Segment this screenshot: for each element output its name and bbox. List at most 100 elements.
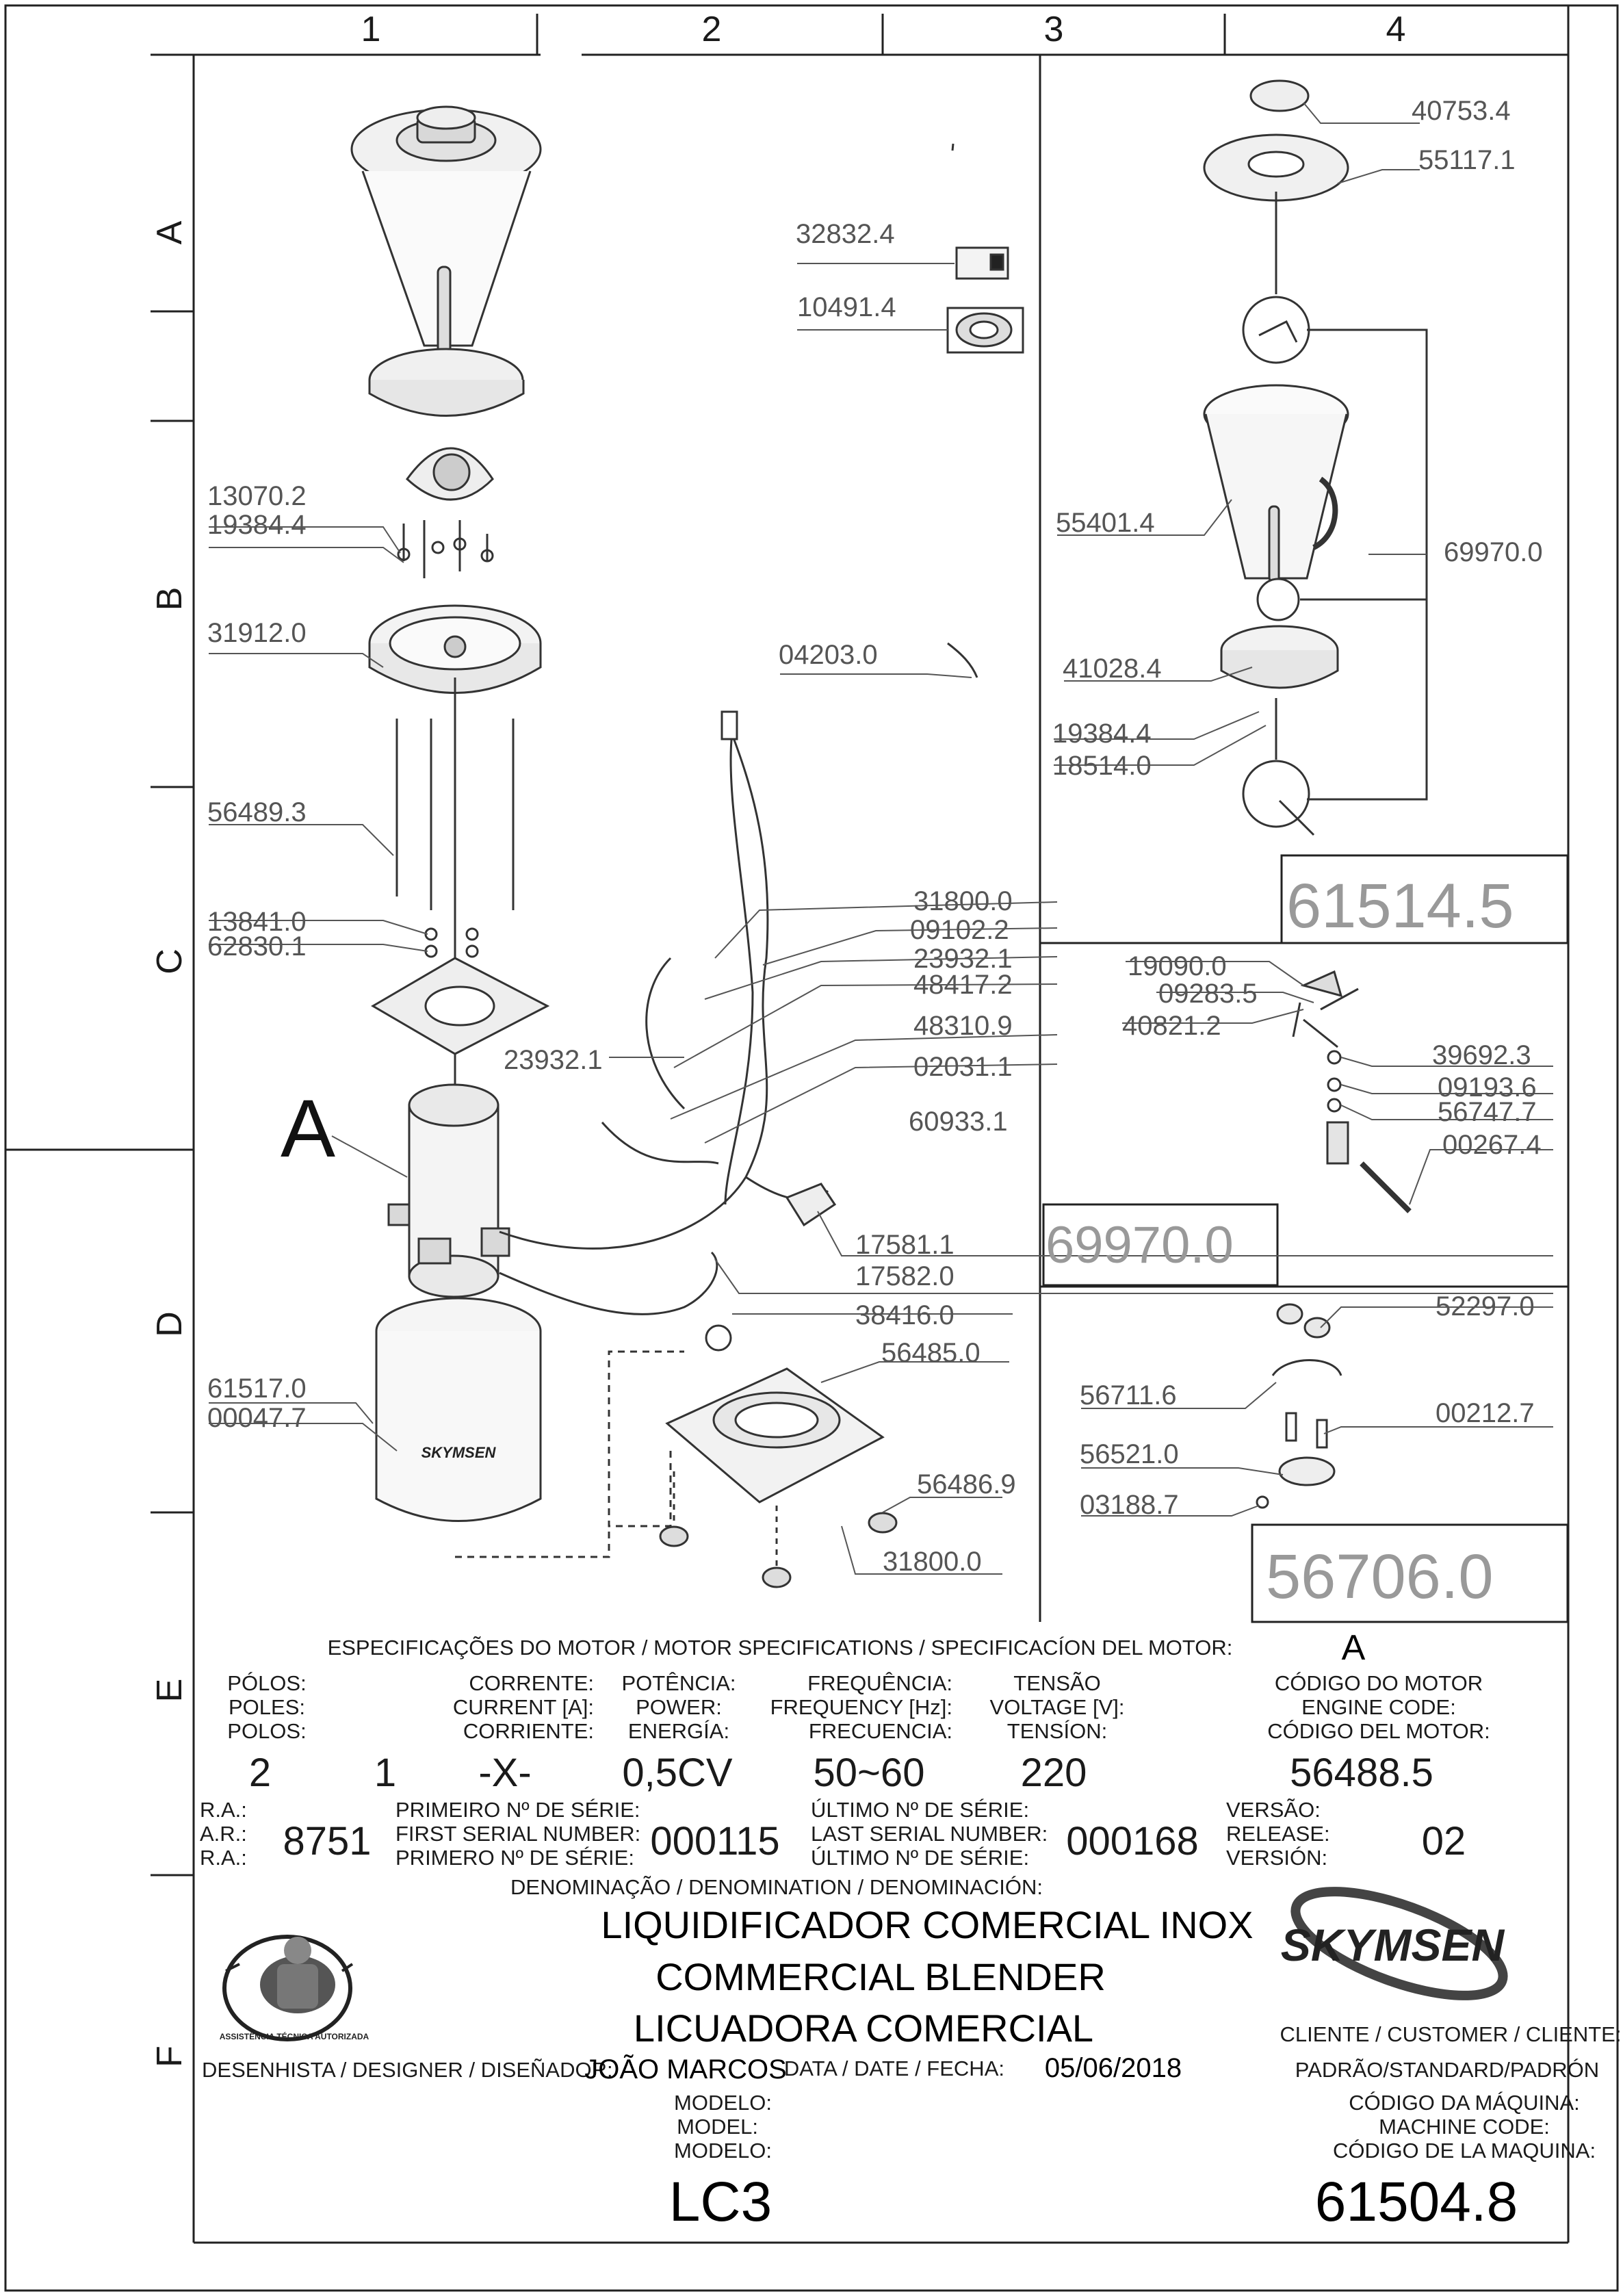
column-label-2: 2 xyxy=(702,10,722,49)
part-56485-0: 56485.0 xyxy=(881,1338,981,1368)
part-69970-0-b: 69970.0 xyxy=(1046,1216,1234,1274)
machine-code-label-en: MACHINE CODE: xyxy=(1379,2115,1550,2139)
label-sticker-32832 xyxy=(955,246,1009,280)
part-55401-4: 55401.4 xyxy=(1056,508,1155,538)
ra-value: 8751 xyxy=(283,1819,371,1863)
part-48417-2: 48417.2 xyxy=(913,970,1013,1000)
row-label-c: C xyxy=(150,949,190,975)
specs-header: ESPECIFICAÇÕES DO MOTOR / MOTOR SPECIFIC… xyxy=(328,1636,1233,1660)
motor-plate-and-motor xyxy=(371,678,550,1298)
part-39692-3: 39692.3 xyxy=(1432,1040,1531,1070)
current-value-a: 1 xyxy=(374,1751,396,1795)
jar-61514-assembly xyxy=(1203,79,1428,836)
power-label-es: ENERGÍA: xyxy=(628,1719,729,1743)
denomination-label: DENOMINAÇÃO / DENOMINATION / DENOMINACIÓ… xyxy=(510,1875,1043,1899)
part-19384-4-b: 19384.4 xyxy=(1052,719,1152,749)
part-56489-3: 56489.3 xyxy=(207,797,307,827)
part-09102-2: 09102.2 xyxy=(910,915,1009,945)
part-56486-9: 56486.9 xyxy=(917,1469,1016,1499)
part-31800-0-a: 31800.0 xyxy=(913,886,1013,916)
poles-label-en: POLES: xyxy=(229,1695,305,1719)
column-label-1: 1 xyxy=(361,10,381,49)
part-56711-6: 56711.6 xyxy=(1080,1380,1177,1410)
last-serial-value: 000168 xyxy=(1066,1819,1199,1863)
product-name-pt: LIQUIDIFICADOR COMERCIAL INOX xyxy=(601,1903,1253,1946)
engine-code-label-en: ENGINE CODE: xyxy=(1301,1695,1456,1719)
part-40753-4: 40753.4 xyxy=(1412,96,1511,126)
accessory-56706 xyxy=(1256,1303,1342,1509)
part-40821-2: 40821.2 xyxy=(1122,1011,1221,1041)
part-17582-0: 17582.0 xyxy=(855,1261,955,1291)
poles-label-es: POLOS: xyxy=(227,1719,306,1743)
part-62830-1: 62830.1 xyxy=(207,931,307,962)
version-value: 02 xyxy=(1422,1819,1466,1863)
ra-label-2: A.R.: xyxy=(200,1822,247,1846)
current-value-b: -X- xyxy=(478,1751,531,1795)
part-31912-0: 31912.0 xyxy=(207,618,307,648)
part-03188-7: 03188.7 xyxy=(1080,1490,1179,1520)
part-56521-0: 56521.0 xyxy=(1080,1439,1179,1469)
voltage-label-en: VOLTAGE [V]: xyxy=(990,1695,1125,1719)
part-13070-2: 13070.2 xyxy=(207,481,307,511)
part-56706-0: 56706.0 xyxy=(1266,1542,1494,1612)
customer-value: PADRÃO/STANDARD/PADRÓN xyxy=(1295,2058,1599,2082)
ra-label-3: R.A.: xyxy=(200,1846,247,1870)
part-09193-6: 09193.6 xyxy=(1438,1072,1537,1102)
wiring-harness xyxy=(499,143,978,1352)
last-serial-label-pt: ÚLTIMO Nº DE SÉRIE: xyxy=(811,1798,1029,1822)
motor-specifications: ESPECIFICAÇÕES DO MOTOR / MOTOR SPECIFIC… xyxy=(200,1628,1490,1870)
leader-lines xyxy=(209,102,1553,1575)
date-value: 05/06/2018 xyxy=(1045,2053,1182,2083)
part-18514-0: 18514.0 xyxy=(1052,751,1152,781)
part-55117-1: 55117.1 xyxy=(1418,145,1516,175)
model-label-en: MODEL: xyxy=(677,2115,758,2139)
version-label-pt: VERSÃO: xyxy=(1226,1798,1321,1822)
part-04203-0: 04203.0 xyxy=(779,640,878,670)
base-with-feet xyxy=(455,1350,898,1588)
ra-label-1: R.A.: xyxy=(200,1798,247,1822)
part-61514-5: 61514.5 xyxy=(1286,871,1514,941)
seal-10491 xyxy=(946,307,1024,354)
first-serial-label-es: PRIMERO Nº DE SÉRIE: xyxy=(395,1846,634,1870)
motor-housing-can: SKYMSEN xyxy=(375,1297,542,1522)
power-value: 0,5CV xyxy=(622,1751,733,1795)
brand-logo-text: SKYMSEN xyxy=(1281,1920,1505,1970)
part-32832-4: 32832.4 xyxy=(796,219,895,249)
part-number-labels: 40753.4 55117.1 32832.4 10491.4 13070.2 … xyxy=(207,96,1543,1612)
designer-label: DESENHISTA / DESIGNER / DISEÑADOR: xyxy=(202,2058,613,2082)
part-00267-4: 00267.4 xyxy=(1442,1130,1542,1160)
part-38416-0: 38416.0 xyxy=(855,1300,955,1330)
drawing-frame xyxy=(4,4,1619,2292)
last-serial-label-es: ÚLTIMO Nº DE SÉRIE: xyxy=(811,1846,1029,1870)
model-label-pt: MODELO: xyxy=(674,2091,772,2115)
model-value: LC3 xyxy=(669,2171,772,2233)
column-label-4: 4 xyxy=(1386,10,1406,49)
part-19090-0: 19090.0 xyxy=(1128,951,1227,981)
current-label-en: CURRENT [A]: xyxy=(453,1695,594,1719)
part-23932-1-b: 23932.1 xyxy=(504,1045,603,1075)
part-17581-1: 17581.1 xyxy=(855,1230,955,1260)
machine-code-label-es: CÓDIGO DE LA MAQUINA: xyxy=(1333,2139,1596,2163)
motor-callout-letter: A xyxy=(281,1083,335,1174)
power-label-en: POWER: xyxy=(636,1695,722,1719)
current-label-es: CORRIENTE: xyxy=(463,1719,594,1743)
engine-code-label-pt: CÓDIGO DO MOTOR xyxy=(1275,1671,1483,1695)
customer-label: CLIENTE / CUSTOMER / CLIENTE: xyxy=(1280,2022,1622,2046)
part-09283-5: 09283.5 xyxy=(1158,979,1258,1009)
blender-jar-assembly xyxy=(350,105,542,501)
grid-labels: 1 2 3 4 A B C D E F xyxy=(150,10,1405,2067)
engine-code-value: 56488.5 xyxy=(1290,1751,1433,1795)
version-label-es: VERSIÓN: xyxy=(1226,1846,1327,1870)
service-seal: ASSISTÊNCIA TÉCNICA AUTORIZADA xyxy=(220,1935,369,2041)
designer-value: JOÃO MARCOS xyxy=(584,2054,787,2085)
poles-label-pt: PÓLOS: xyxy=(227,1671,306,1695)
power-label-pt: POTÊNCIA: xyxy=(621,1671,736,1695)
part-48310-9: 48310.9 xyxy=(913,1011,1013,1041)
last-serial-label-en: LAST SERIAL NUMBER: xyxy=(811,1822,1048,1846)
part-23932-1-a: 23932.1 xyxy=(913,944,1013,974)
title-block: DENOMINAÇÃO / DENOMINATION / DENOMINACIÓ… xyxy=(202,1875,1622,2233)
frequency-label-es: FRECUENCIA: xyxy=(809,1719,952,1743)
part-10491-4: 10491.4 xyxy=(797,292,896,322)
date-label: DATA / DATE / FECHA: xyxy=(784,2056,1004,2080)
